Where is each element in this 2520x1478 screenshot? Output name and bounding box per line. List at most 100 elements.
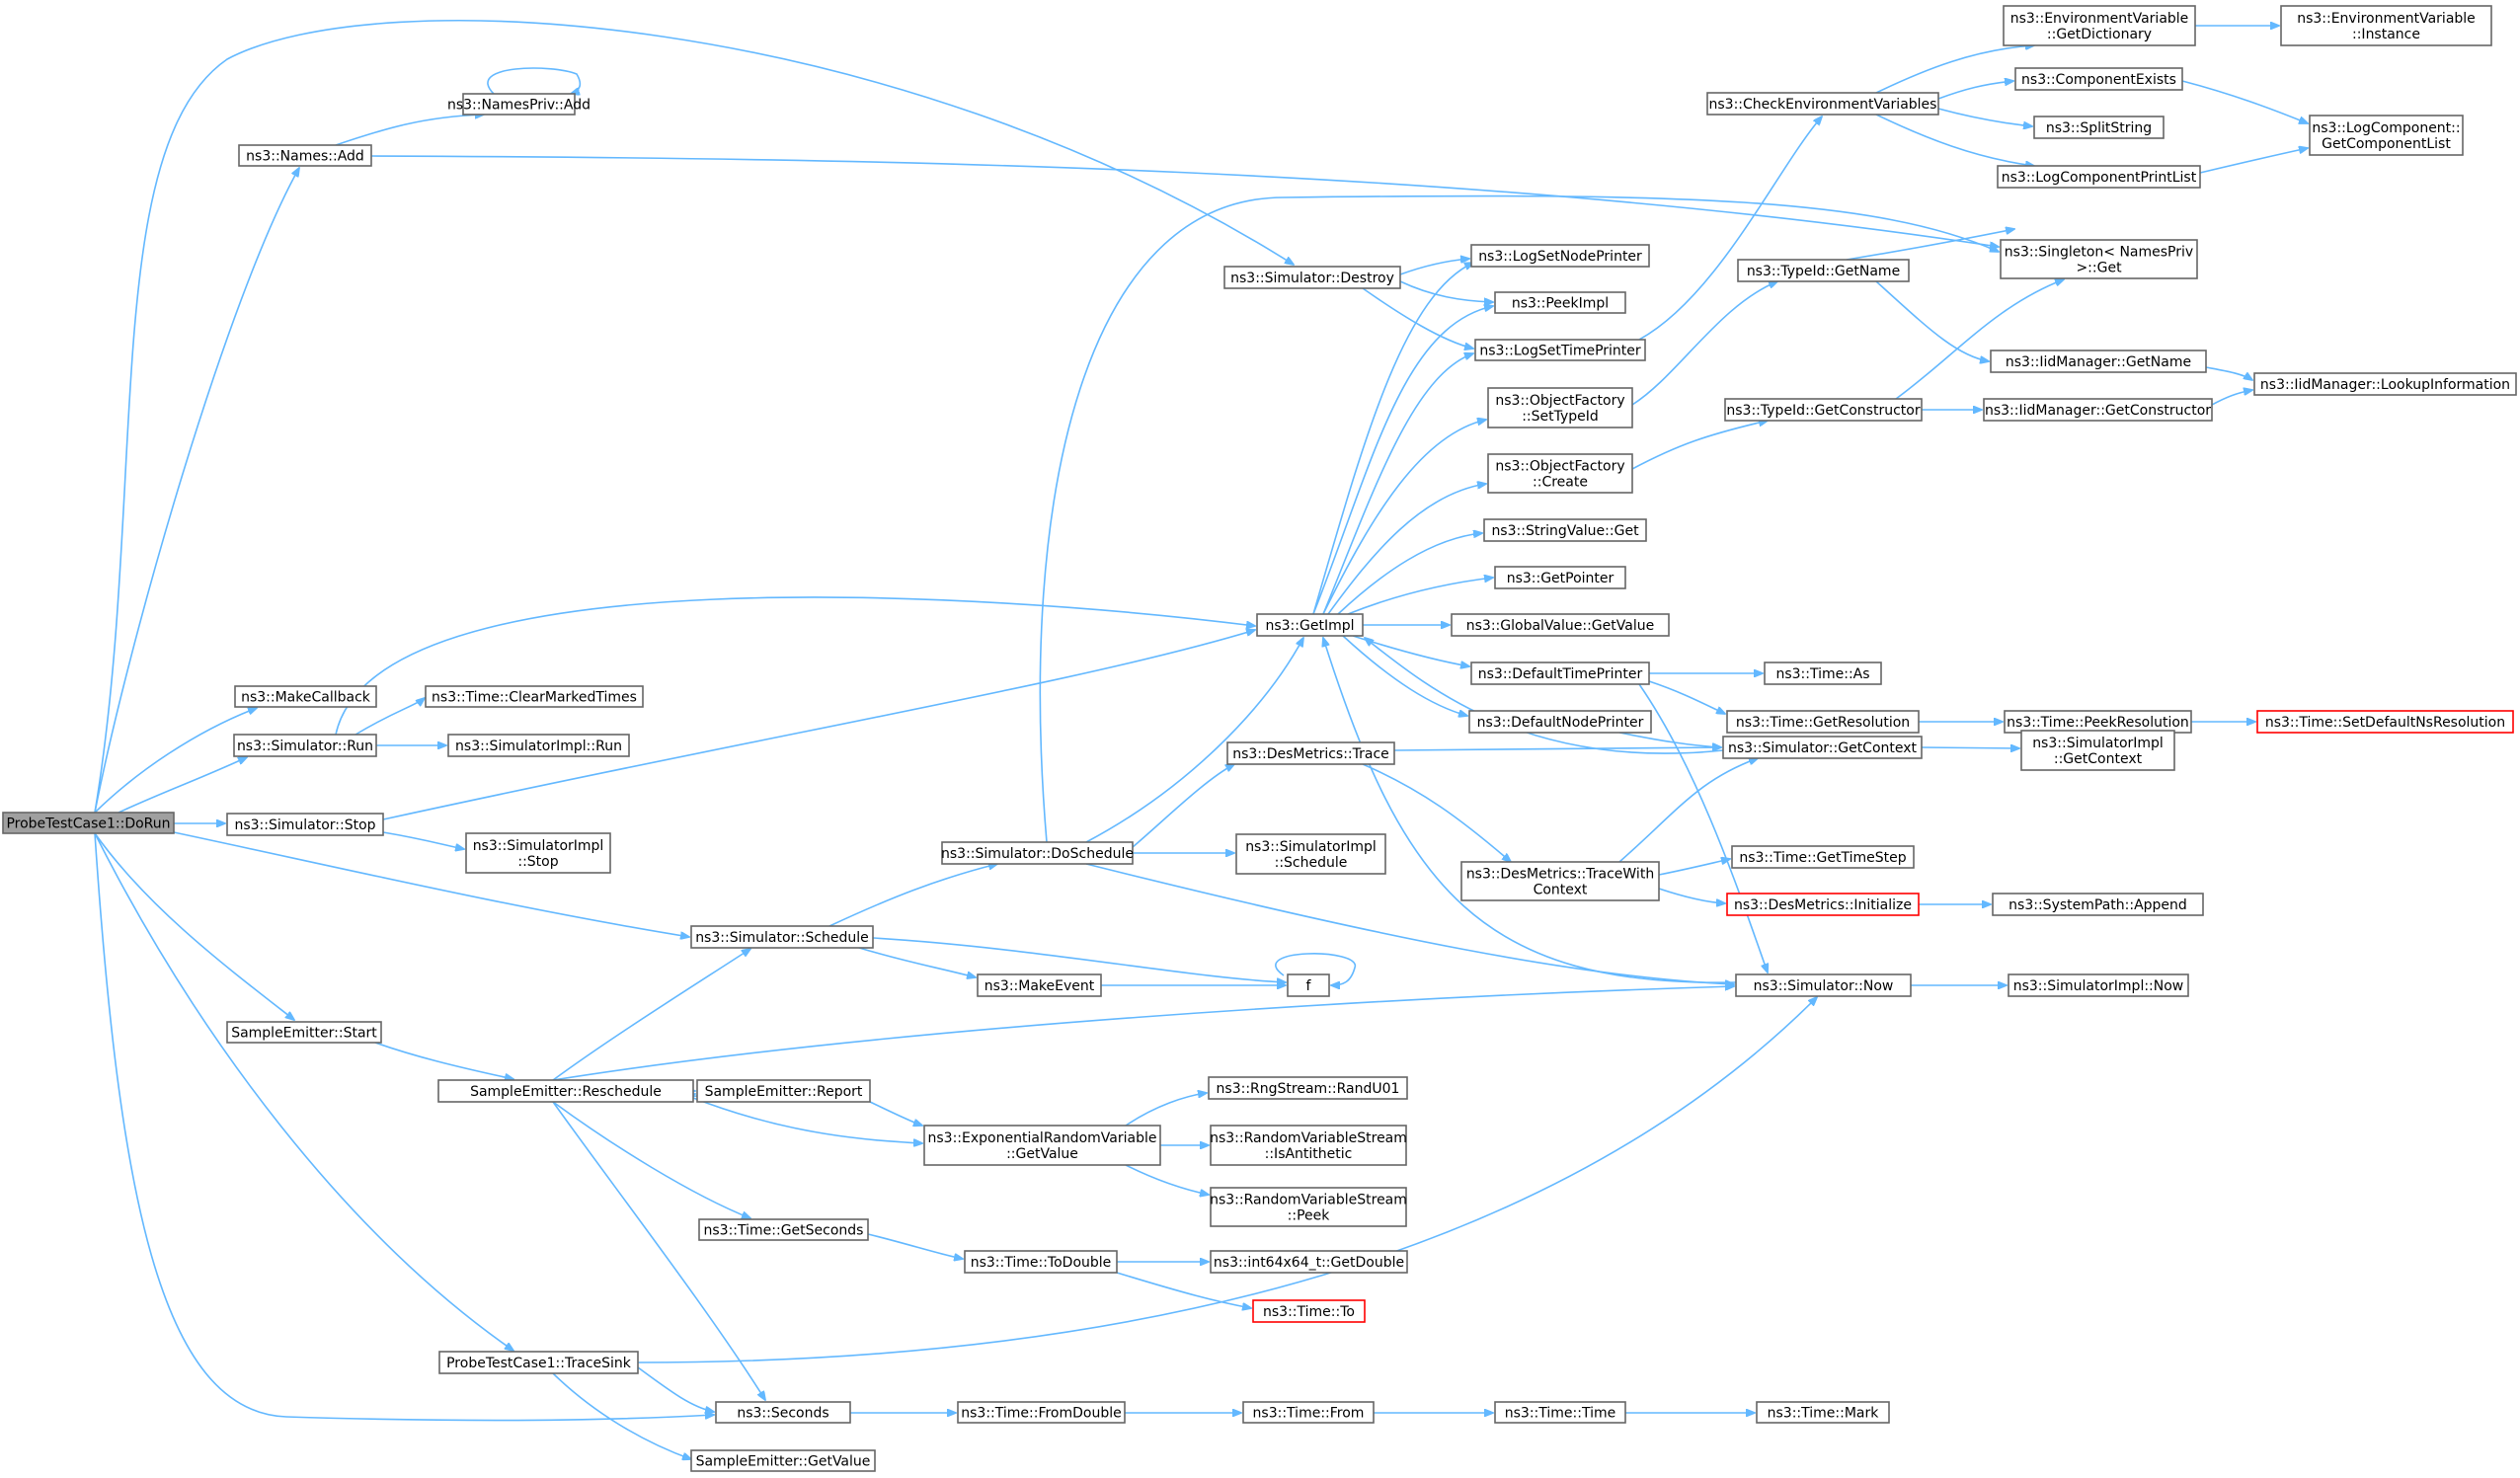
node-time-peekres[interactable]: ns3::Time::PeekResolution (2004, 710, 2192, 734)
node-time-todouble[interactable]: ns3::Time::ToDouble (964, 1250, 1118, 1274)
call-edge-sim_stop-to-simimpl_stop (382, 831, 464, 849)
node-log-setnode[interactable]: ns3::LogSetNodePrinter (1470, 244, 1650, 268)
node-rvs-isanti[interactable]: ns3::RandomVariableStream::IsAntithetic (1210, 1125, 1407, 1166)
node-typeid-getctor[interactable]: ns3::TypeId::GetConstructor (1724, 398, 1923, 422)
node-desm-trace[interactable]: ns3::DesMetrics::Trace (1226, 741, 1395, 765)
node-se-getvalue[interactable]: SampleEmitter::GetValue (690, 1449, 876, 1472)
node-dorun[interactable]: ProbeTestCase1::DoRun (2, 812, 175, 834)
node-se-start[interactable]: SampleEmitter::Start (226, 1021, 382, 1044)
node-getpointer[interactable]: ns3::GetPointer (1494, 566, 1626, 589)
node-env-getdict[interactable]: ns3::EnvironmentVariable::GetDictionary (2003, 5, 2196, 46)
node-sim-destroy[interactable]: ns3::Simulator::Destroy (1223, 266, 1401, 289)
node-box (1287, 973, 1330, 997)
node-box (1983, 398, 2213, 422)
node-splitstring[interactable]: ns3::SplitString (2033, 116, 2165, 139)
node-logcomp-getlist[interactable]: ns3::LogComponent::GetComponentList (2309, 115, 2464, 156)
node-box (977, 973, 1102, 997)
node-label: ns3::PeekImpl (1512, 296, 1609, 312)
node-label: ns3::DefaultTimePrinter (1478, 666, 1643, 682)
call-edge-of_create-to-typeid_getctor (1631, 421, 1768, 470)
node-default-nodeprinter[interactable]: ns3::DefaultNodePrinter (1468, 710, 1652, 734)
call-edge-sim_run-to-getimpl (335, 596, 1255, 736)
node-label: ns3::Time::PeekResolution (2007, 715, 2189, 731)
node-label: ns3::EnvironmentVariable (2010, 11, 2189, 27)
node-namespriv-add[interactable]: ns3::NamesPriv::Add (447, 93, 591, 116)
node-box (2003, 5, 2196, 46)
node-time-gettimestep[interactable]: ns3::Time::GetTimeStep (1731, 845, 1915, 869)
node-systempath-append[interactable]: ns3::SystemPath::Append (1992, 893, 2204, 916)
node-time-fromdouble[interactable]: ns3::Time::FromDouble (957, 1401, 1126, 1424)
node-desm-init[interactable]: ns3::DesMetrics::Initialize (1726, 893, 1920, 916)
node-se-report[interactable]: SampleEmitter::Report (696, 1079, 871, 1103)
node-compexists[interactable]: ns3::ComponentExists (2014, 67, 2183, 91)
call-edge-getimpl-to-stringvalue_get (1337, 533, 1482, 615)
node-time-as[interactable]: ns3::Time::As (1764, 661, 1882, 685)
node-time-to[interactable]: ns3::Time::To (1252, 1299, 1366, 1323)
node-box (690, 1449, 876, 1472)
node-env-instance[interactable]: ns3::EnvironmentVariable::Instance (2280, 5, 2492, 46)
node-iid-getname[interactable]: ns3::IidManager::GetName (1990, 350, 2207, 373)
node-time-mark[interactable]: ns3::Time::Mark (1756, 1401, 1890, 1424)
node-sim-now[interactable]: ns3::Simulator::Now (1735, 973, 1912, 997)
node-se-reschedule[interactable]: SampleEmitter::Reschedule (437, 1079, 694, 1103)
node-label: ns3::Singleton< NamesPriv (2005, 245, 2193, 261)
node-label: ns3::Time::FromDouble (961, 1406, 1122, 1422)
node-time-time[interactable]: ns3::Time::Time (1494, 1401, 1626, 1424)
node-of-create[interactable]: ns3::ObjectFactory::Create (1487, 453, 1633, 494)
node-label: ns3::LogComponentPrintList (2002, 170, 2197, 186)
node-gv-getvalue[interactable]: ns3::GlobalValue::GetValue (1451, 613, 1670, 637)
node-getimpl[interactable]: ns3::GetImpl (1256, 613, 1364, 637)
node-simimpl-stop[interactable]: ns3::SimulatorImpl::Stop (465, 832, 611, 874)
node-names-add[interactable]: ns3::Names::Add (238, 144, 372, 167)
node-typeid-getname[interactable]: ns3::TypeId::GetName (1737, 259, 1910, 282)
node-time-setdefaultns[interactable]: ns3::Time::SetDefaultNsResolution (2256, 710, 2514, 734)
node-makecallback[interactable]: ns3::MakeCallback (234, 685, 377, 708)
node-label: ns3::RandomVariableStream (1210, 1193, 1407, 1208)
node-label: GetComponentList (2322, 136, 2451, 152)
node-logcompprint[interactable]: ns3::LogComponentPrintList (1997, 165, 2201, 189)
node-label: ns3::ComponentExists (2021, 72, 2176, 88)
node-iid-lookup[interactable]: ns3::IidManager::LookupInformation (2253, 372, 2517, 396)
node-label: ns3::LogSetNodePrinter (1478, 249, 1642, 265)
node-doschedule[interactable]: ns3::Simulator::DoSchedule (941, 841, 1134, 865)
node-time-from[interactable]: ns3::Time::From (1242, 1401, 1375, 1424)
node-default-timeprinter[interactable]: ns3::DefaultTimePrinter (1470, 661, 1650, 685)
node-label: ns3::SplitString (2046, 120, 2152, 136)
node-iid-getctor[interactable]: ns3::IidManager::GetConstructor (1983, 398, 2213, 422)
node-sim-stop[interactable]: ns3::Simulator::Stop (226, 813, 384, 836)
node-sim-run[interactable]: ns3::Simulator::Run (233, 734, 377, 757)
node-rng-randu01[interactable]: ns3::RngStream::RandU01 (1208, 1076, 1408, 1100)
node-rvs-peek[interactable]: ns3::RandomVariableStream::Peek (1210, 1187, 1407, 1227)
node-singleton-get[interactable]: ns3::Singleton< NamesPriv >::Get (2000, 239, 2198, 279)
node-simimpl-run[interactable]: ns3::SimulatorImpl::Run (447, 734, 630, 757)
node-check-env[interactable]: ns3::CheckEnvironmentVariables (1706, 92, 1939, 116)
node-peekimpl[interactable]: ns3::PeekImpl (1494, 291, 1626, 314)
node-exprv-getvalue[interactable]: ns3::ExponentialRandomVariable::GetValue (923, 1125, 1161, 1166)
node-label: ns3::Time::Mark (1768, 1406, 1880, 1422)
node-ptc-tracesink[interactable]: ProbeTestCase1::TraceSink (438, 1351, 639, 1374)
node-clearmarked[interactable]: ns3::Time::ClearMarkedTimes (425, 685, 644, 708)
node-box (698, 1218, 869, 1241)
node-label: ns3::NamesPriv::Add (447, 98, 591, 114)
node-simimpl-getctx[interactable]: ns3::SimulatorImpl::GetContext (2020, 730, 2175, 771)
node-simimpl-now[interactable]: ns3::SimulatorImpl::Now (2008, 973, 2189, 997)
node-f[interactable]: f (1287, 973, 1330, 997)
call-edge-iid_getname-to-iid_lookup (2205, 366, 2252, 380)
node-stringvalue-get[interactable]: ns3::StringValue::Get (1483, 518, 1647, 542)
node-sim-getcontext[interactable]: ns3::Simulator::GetContext (1722, 736, 1923, 759)
node-box (1474, 339, 1646, 361)
call-edge-dorun-to-sim_schedule (173, 831, 689, 937)
node-makeevent[interactable]: ns3::MakeEvent (977, 973, 1102, 997)
node-log-settime[interactable]: ns3::LogSetTimePrinter (1474, 339, 1646, 361)
node-sim-schedule[interactable]: ns3::Simulator::Schedule (690, 925, 874, 949)
node-simimpl-schedule[interactable]: ns3::SimulatorImpl::Schedule (1235, 833, 1386, 875)
node-seconds[interactable]: ns3::Seconds (715, 1401, 851, 1424)
node-int64-getdouble[interactable]: ns3::int64x64_t::GetDouble (1210, 1250, 1408, 1274)
node-of-settypeid[interactable]: ns3::ObjectFactory::SetTypeId (1487, 387, 1633, 428)
node-box (1256, 613, 1364, 637)
node-time-getres[interactable]: ns3::Time::GetResolution (1726, 710, 1920, 734)
call-edge-of_settypeid-to-typeid_getname (1631, 281, 1777, 406)
node-box (1487, 453, 1633, 494)
node-time-getseconds[interactable]: ns3::Time::GetSeconds (698, 1218, 869, 1241)
